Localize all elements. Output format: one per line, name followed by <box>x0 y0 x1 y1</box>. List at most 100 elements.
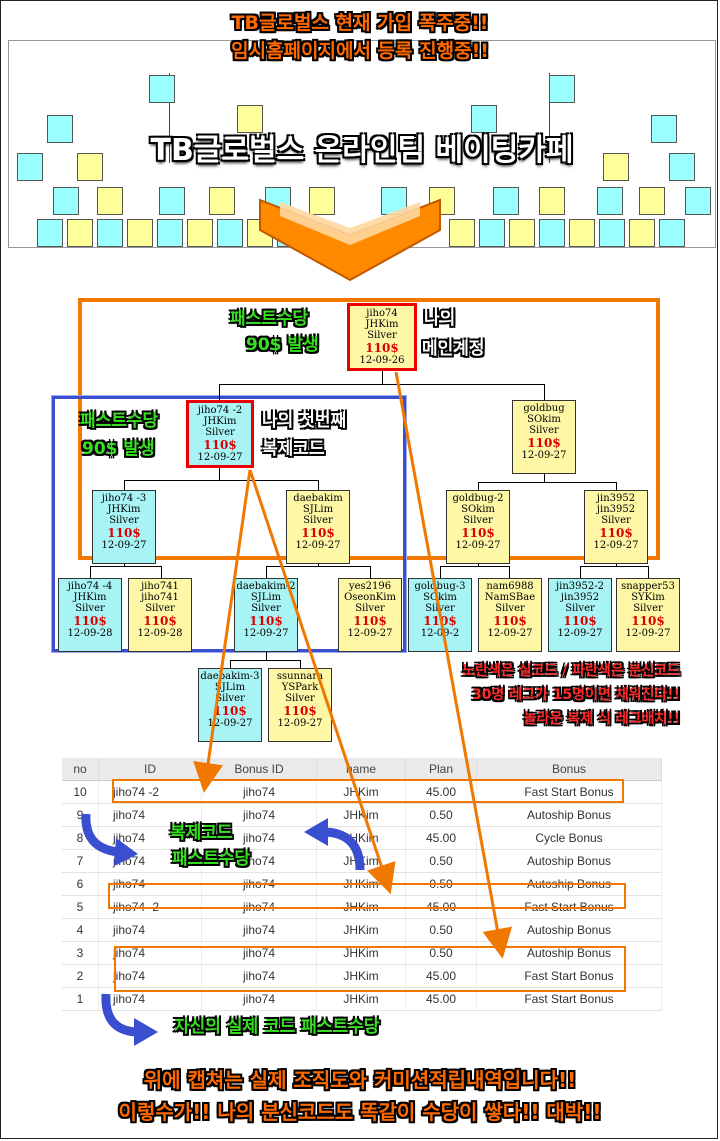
banner-top-1: TB글로벌스 현재 가입 폭주중!! <box>231 12 489 34</box>
thumb-node <box>599 219 625 247</box>
thumb-node <box>629 219 655 247</box>
highlight-row-10 <box>112 779 624 803</box>
thumb-node <box>97 219 123 247</box>
thumb-node <box>97 187 123 215</box>
col-bonus: Bonus <box>476 758 662 781</box>
first-clone-label-b: 복제코드 <box>262 439 325 459</box>
col-no: no <box>62 758 99 781</box>
cell-no: 2 <box>62 964 99 988</box>
thumb-node <box>479 219 505 247</box>
curved-arrow-icon <box>101 993 158 1046</box>
thumb-node <box>639 187 665 215</box>
thumb-node <box>509 219 535 247</box>
cell-bonus: Fast Start Bonus <box>476 987 662 1011</box>
thumb-node <box>17 153 43 181</box>
cell-bonus: Autoship Bonus <box>476 803 662 827</box>
cell-bonus-id: jiho74 <box>201 964 317 988</box>
cell-no: 1 <box>62 987 99 1011</box>
thumb-node <box>309 187 335 215</box>
curved-arrow-icon <box>81 813 138 866</box>
clone-label-b: 패스트수당 <box>172 849 251 869</box>
cell-no: 7 <box>62 849 99 873</box>
cell-plan: 0.50 <box>405 918 477 942</box>
fast-start-label-2b: 90$ 발생 <box>82 439 155 459</box>
legend-note-1: 노란색은 실코드 / 파란색은 분신코드 <box>462 663 680 679</box>
thumb-node <box>493 187 519 215</box>
thumb-node <box>209 187 235 215</box>
cell-plan: 45.00 <box>405 826 477 850</box>
col-plan: Plan <box>405 758 477 781</box>
thumb-node <box>685 187 711 215</box>
first-clone-label-a: 나의 첫번째 <box>262 411 347 431</box>
clone-label-a: 복제코드 <box>170 823 233 843</box>
thumb-node <box>471 105 497 133</box>
thumb-node <box>159 187 185 215</box>
banner-bottom-1: 위에 캡쳐는 실제 조직도와 커미션적립내역입니다!! <box>143 1068 577 1092</box>
cell-id: jiho74 <box>98 987 202 1011</box>
banner-bottom-2: 이렇수가!! 나의 분신코드도 똑같이 수당이 쌓다!! 대박!! <box>118 1100 602 1124</box>
own-fast-start-label: 자신의 실제 코드 패스트수당 <box>174 1017 380 1037</box>
cell-bonus: Fast Start Bonus <box>476 964 662 988</box>
thumb-node <box>603 153 629 181</box>
thumb-node <box>37 219 63 247</box>
cell-no: 6 <box>62 872 99 896</box>
cell-plan: 45.00 <box>405 987 477 1011</box>
highlight-row-5 <box>108 883 626 909</box>
cell-bonus: Cycle Bonus <box>476 826 662 850</box>
thumb-node <box>659 219 685 247</box>
thumb-node <box>549 75 575 103</box>
curved-arrow-icon <box>304 818 365 871</box>
cell-plan: 45.00 <box>405 964 477 988</box>
cell-plan: 0.50 <box>405 803 477 827</box>
thumb-node <box>47 115 73 143</box>
legend-note-3: 놀라운 복제 식 레그배치!! <box>523 711 680 727</box>
cell-id: jiho74 <box>98 918 202 942</box>
main-account-label-b: 메인계정 <box>422 339 485 359</box>
cell-no: 4 <box>62 918 99 942</box>
cell-plan: 0.50 <box>405 849 477 873</box>
banner-top-2: 임시홈페이지에서 등록 진행중!! <box>231 40 489 62</box>
thumb-node <box>127 219 153 247</box>
highlight-rows-2-1 <box>114 946 626 992</box>
table-header-row: no ID Bonus ID name Plan Bonus <box>62 758 662 781</box>
thumb-node <box>569 219 595 247</box>
cell-no: 3 <box>62 941 99 965</box>
thumb-node <box>651 115 677 143</box>
down-arrow-icon <box>259 198 441 282</box>
cell-bonus-id: jiho74 <box>201 918 317 942</box>
fast-start-label-2a: 패스트수당 <box>80 411 159 431</box>
legend-note-2: 30명 레그가 15명이면 채워진다!! <box>471 687 680 703</box>
thumb-node <box>539 187 565 215</box>
cell-name: JHKim <box>316 964 406 988</box>
cell-bonus-id: jiho74 <box>201 987 317 1011</box>
thumb-node <box>449 219 475 247</box>
thumbnail-title: TB글로벌스 온라인팀 베이팅카페 <box>150 133 574 168</box>
thumb-node <box>53 187 79 215</box>
thumb-node <box>149 75 175 103</box>
main-account-label-a: 나의 <box>424 309 456 329</box>
cell-id: jiho74 <box>98 964 202 988</box>
cell-id: jiho74 <box>98 803 202 827</box>
col-name: name <box>316 758 406 781</box>
